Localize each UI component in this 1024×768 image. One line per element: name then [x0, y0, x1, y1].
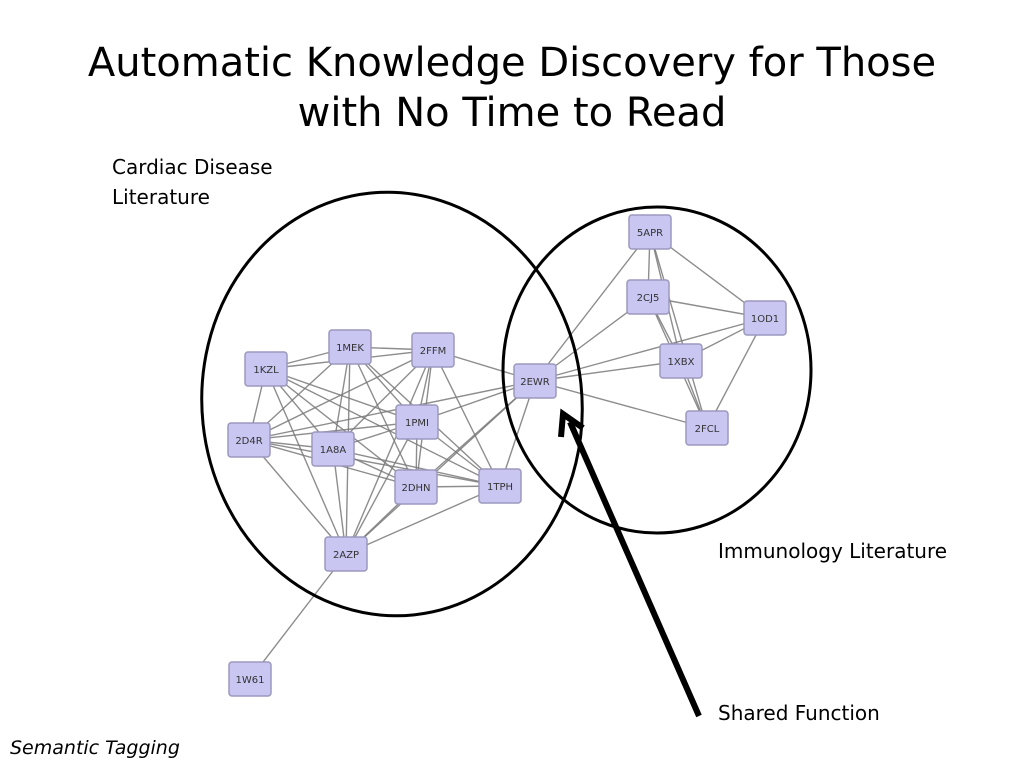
node-label: 2DHN: [401, 483, 430, 494]
cardiac-label-line-1: Cardiac Disease: [112, 155, 273, 179]
node-layer: 1KZL 1MEK 2FFM 2D4R 1A8A 1PMI 2DHN 1TPH 2AZP 1W61…: [227, 214, 787, 697]
node-label: 2FCL: [695, 424, 720, 435]
title-line-1: Automatic Knowledge Discovery for Those: [87, 40, 937, 86]
edge-2azp-2ewr: [345, 380, 536, 555]
cardiac-label-line-2: Literature: [112, 185, 210, 209]
immunology-label: Immunology Literature: [718, 539, 948, 563]
node-box: [324, 536, 368, 572]
node-box: [478, 468, 522, 504]
node-box: [311, 431, 355, 467]
node-label: 1KZL: [253, 365, 279, 376]
edge-1mek-2dhn: [349, 346, 417, 488]
node-box: [328, 329, 372, 365]
node-1pmi: 1PMI: [395, 404, 439, 440]
node-label: 2CJ5: [637, 293, 660, 304]
node-1mek: 1MEK: [328, 329, 372, 365]
node-label: 2FFM: [420, 346, 447, 357]
title-line-2: with No Time to Read: [297, 90, 727, 136]
node-2d4r: 2D4R: [227, 422, 271, 458]
node-box: [685, 410, 729, 446]
edge-2ewr-5apr: [534, 231, 651, 382]
node-label: 1PMI: [405, 418, 429, 429]
shared-function-label: Shared Function: [718, 701, 880, 725]
edge-2d4r-2ewr: [248, 380, 536, 441]
node-label: 1TPH: [487, 482, 513, 493]
node-2fcl: 2FCL: [685, 410, 729, 446]
edge-2d4r-1tph: [248, 439, 501, 487]
node-box: [244, 351, 288, 387]
edge-2ffm-1tph: [432, 349, 501, 487]
edge-1kzl-2azp: [265, 368, 347, 555]
edge-2ewr-1xbx: [534, 360, 682, 382]
cardiac-disease-label: Cardiac Disease Literature: [112, 152, 273, 212]
node-label: 2D4R: [235, 436, 262, 447]
node-2ewr: 2EWR: [513, 363, 557, 399]
edge-5apr-2fcl: [649, 231, 708, 429]
immunology-cluster-ellipse: [501, 205, 813, 535]
node-2cj5: 2CJ5: [626, 279, 670, 315]
node-box: [411, 332, 455, 368]
node-label: 1OD1: [751, 314, 779, 325]
node-box: [659, 343, 703, 379]
node-5apr: 5APR: [628, 214, 672, 250]
node-box: [743, 300, 787, 336]
edge-2d4r-2azp: [248, 439, 347, 555]
edge-1kzl-2dhn: [265, 368, 417, 488]
node-label: 1W61: [236, 675, 265, 686]
semantic-tagging-footer: Semantic Tagging: [10, 737, 180, 759]
node-1tph: 1TPH: [478, 468, 522, 504]
edge-2ffm-2azp: [345, 349, 434, 555]
node-2ffm: 2FFM: [411, 332, 455, 368]
node-box: [628, 214, 672, 250]
shared-function-arrow: [558, 408, 702, 718]
node-box: [227, 422, 271, 458]
edge-1tph-2azp: [345, 485, 501, 555]
node-label: 5APR: [637, 228, 663, 239]
node-1kzl: 1KZL: [244, 351, 288, 387]
edge-2ewr-2fcl: [534, 380, 708, 429]
node-box: [513, 363, 557, 399]
node-1a8a: 1A8A: [311, 431, 355, 467]
node-label: 2EWR: [520, 377, 550, 388]
node-1od1: 1OD1: [743, 300, 787, 336]
edge-2azp-1w61: [249, 553, 347, 680]
node-2azp: 2AZP: [324, 536, 368, 572]
cardiac-cluster-ellipse: [200, 190, 584, 618]
node-label: 1XBX: [668, 357, 695, 368]
node-label: 2AZP: [333, 550, 359, 561]
node-box: [228, 661, 272, 697]
slide-title: Automatic Knowledge Discovery for Those …: [0, 38, 1024, 138]
node-1w61: 1W61: [228, 661, 272, 697]
edge-1od1-2fcl: [706, 317, 766, 429]
node-label: 1MEK: [336, 343, 364, 354]
edge-1pmi-2azp: [345, 421, 418, 555]
node-box: [626, 279, 670, 315]
node-1xbx: 1XBX: [659, 343, 703, 379]
node-box: [395, 404, 439, 440]
node-box: [394, 469, 438, 505]
edge-2d4r-1pmi: [248, 421, 418, 441]
node-2dhn: 2DHN: [394, 469, 438, 505]
node-label: 1A8A: [320, 445, 347, 456]
edge-2ffm-2d4r: [248, 349, 434, 441]
edge-2ewr-1od1: [534, 317, 766, 382]
